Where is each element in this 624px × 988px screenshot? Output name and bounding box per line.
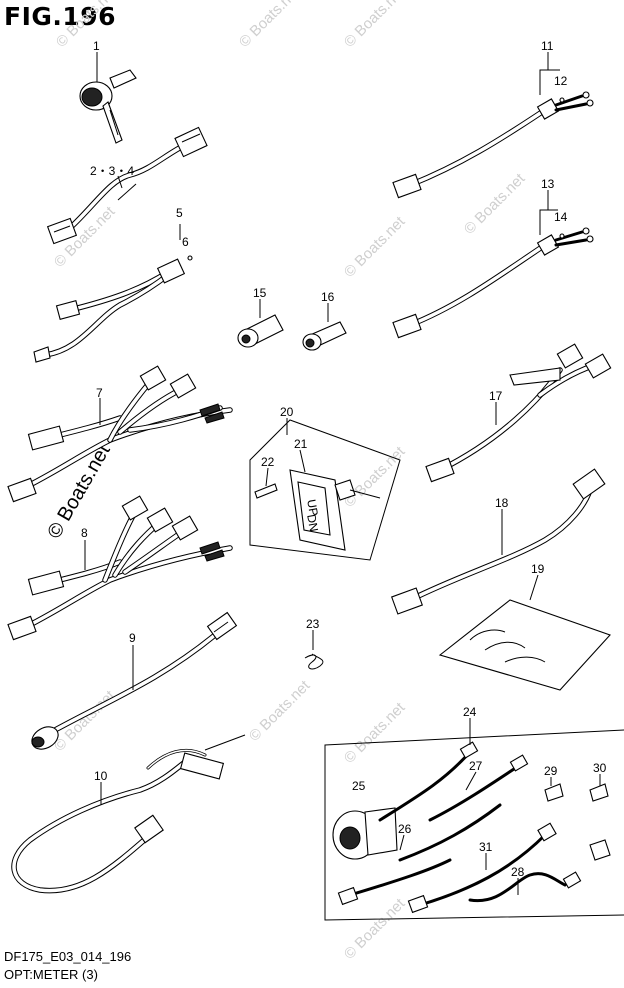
part-18-cable [391,468,606,615]
part-17-harness [425,343,612,483]
part-11-harness [392,91,594,199]
figure-title: FIG.196 [4,2,117,31]
callout-10: 10 [94,769,108,783]
callout-2-3-4: 2・3・4 [90,164,134,178]
watermark: © Boats.net [51,687,119,755]
callout-5: 5 [176,206,183,220]
callout-26: 26 [398,822,412,836]
callouts: 1 2・3・4 5 6 7 8 9 10 11 12 13 14 15 16 1… [81,39,607,879]
callout-25: 25 [352,779,366,793]
callout-11: 11 [541,39,554,53]
part-7-harness [7,365,233,503]
callout-19: 19 [531,562,545,576]
part-23-spring [304,653,324,670]
callout-7: 7 [96,386,103,400]
watermark: © Boats.net [341,699,409,767]
watermark: © Boats.net [236,0,304,51]
watermark: © Boats.net [246,677,314,745]
callout-30: 30 [593,761,607,775]
watermark: © Boats.net [341,0,409,51]
callout-31: 31 [479,840,493,854]
callout-22: 22 [261,455,275,469]
callout-21: 21 [294,437,308,451]
callout-27: 27 [469,759,483,773]
part-8-harness [7,495,233,641]
callout-14: 14 [554,210,568,224]
watermark: © Boats.net [341,213,409,281]
callout-1: 1 [93,39,100,53]
part-10-cable [11,734,246,894]
callout-29: 29 [544,764,558,778]
callout-12: 12 [554,74,568,88]
callout-20: 20 [280,405,294,419]
footer-code: DF175_E03_014_196 [4,949,132,964]
callout-28: 28 [511,865,525,879]
callout-16: 16 [321,290,335,304]
watermarks: © Boats.net © Boats.net © Boats.net © Bo… [43,0,529,963]
part-234-harness [46,126,208,245]
leader-lines [84,52,601,895]
callout-15: 15 [253,286,267,300]
watermark: © Boats.net [53,0,121,51]
part-1-cap [79,69,137,144]
part-13-harness [392,227,594,339]
callout-24: 24 [463,705,477,719]
callout-18: 18 [495,496,509,510]
part-9-cable [31,611,238,750]
part-19-bag [438,599,611,691]
watermark: © Boats.net [341,443,409,511]
watermark: © Boats.net [341,895,409,963]
callout-23: 23 [306,617,320,631]
part-5-harness [33,255,193,363]
watermark: © Boats.net [461,170,529,238]
part-16-plug [302,321,347,351]
callout-9: 9 [129,631,136,645]
switch-label-up: UP [304,498,321,517]
callout-8: 8 [81,526,88,540]
part-15-plug [237,314,284,348]
part-24-kit [324,729,624,921]
callout-13: 13 [541,177,555,191]
callout-6: 6 [182,235,189,249]
switch-label-dn: DN [304,513,321,533]
part-20-switch-assembly: UP DN [249,419,401,561]
callout-17: 17 [489,389,503,403]
footer-name: OPT:METER (3) [4,967,98,982]
